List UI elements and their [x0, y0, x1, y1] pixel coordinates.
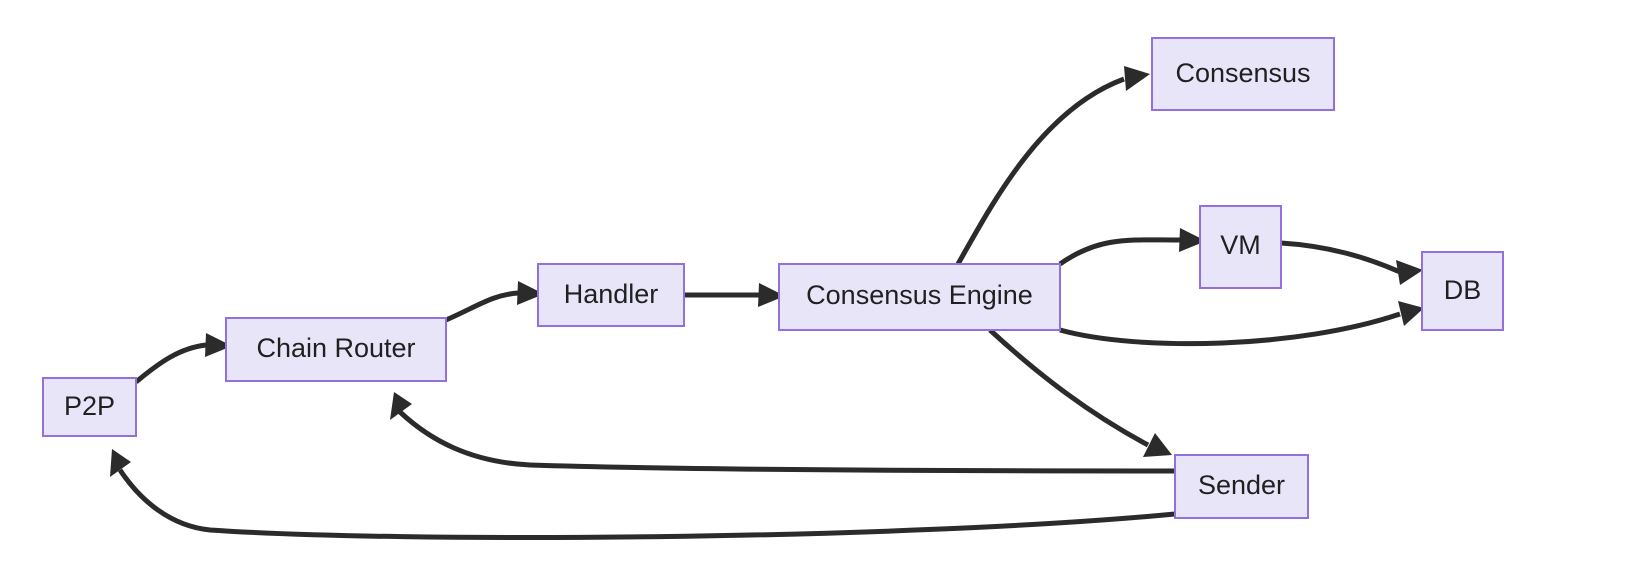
node-shape: [778, 263, 1061, 331]
edge-path: [117, 468, 1176, 541]
node-sender[interactable]: Sender: [1174, 454, 1309, 519]
node-vm[interactable]: VM: [1199, 205, 1282, 289]
edge-handler-to-consensus-engine[interactable]: [684, 283, 785, 307]
arrowhead-icon: [1398, 301, 1424, 326]
node-db[interactable]: DB: [1421, 251, 1504, 331]
node-shape: [1199, 205, 1282, 289]
edge-path: [134, 342, 207, 384]
arrowhead-icon: [1143, 433, 1172, 457]
edge-path: [1059, 311, 1401, 347]
node-shape: [1421, 251, 1504, 331]
node-chain-router[interactable]: Chain Router: [225, 317, 447, 382]
edge-consensus-engine-to-db[interactable]: [1059, 301, 1424, 347]
edge-path: [444, 290, 519, 323]
edge-path: [988, 328, 1150, 448]
arrowhead-icon: [1124, 66, 1150, 91]
node-shape: [42, 377, 137, 437]
arrowhead-icon: [1179, 228, 1206, 252]
edge-consensus-engine-to-sender[interactable]: [988, 328, 1172, 457]
edge-layer: [110, 66, 1424, 541]
edge-path: [1058, 237, 1181, 267]
edge-p2p-to-chain-router[interactable]: [134, 333, 232, 384]
edge-chain-router-to-handler[interactable]: [444, 281, 544, 323]
arrowhead-icon: [205, 333, 232, 357]
node-consensus[interactable]: Consensus: [1151, 37, 1335, 111]
node-shape: [537, 263, 685, 327]
node-shape: [225, 317, 447, 382]
edge-path: [398, 410, 1176, 474]
edge-path: [1280, 240, 1402, 275]
arrowhead-icon: [517, 281, 544, 305]
edge-path: [955, 76, 1125, 266]
edge-sender-to-chain-router[interactable]: [390, 392, 1176, 474]
node-p2p[interactable]: P2P: [42, 377, 137, 437]
edge-sender-to-p2p[interactable]: [110, 449, 1176, 541]
arrowhead-icon: [1396, 260, 1423, 285]
edge-consensus-engine-to-consensus[interactable]: [955, 66, 1150, 266]
node-shape: [1151, 37, 1335, 111]
edge-vm-to-db[interactable]: [1280, 240, 1423, 285]
node-layer: P2P Chain Router Handler Consensus Engin…: [42, 37, 1504, 519]
arrowhead-icon: [110, 449, 131, 477]
edge-consensus-engine-to-vm[interactable]: [1058, 228, 1206, 267]
node-consensus-engine[interactable]: Consensus Engine: [778, 263, 1061, 331]
node-shape: [1174, 454, 1309, 519]
arrowhead-icon: [758, 283, 785, 307]
arrowhead-icon: [390, 392, 412, 420]
node-handler[interactable]: Handler: [537, 263, 685, 327]
